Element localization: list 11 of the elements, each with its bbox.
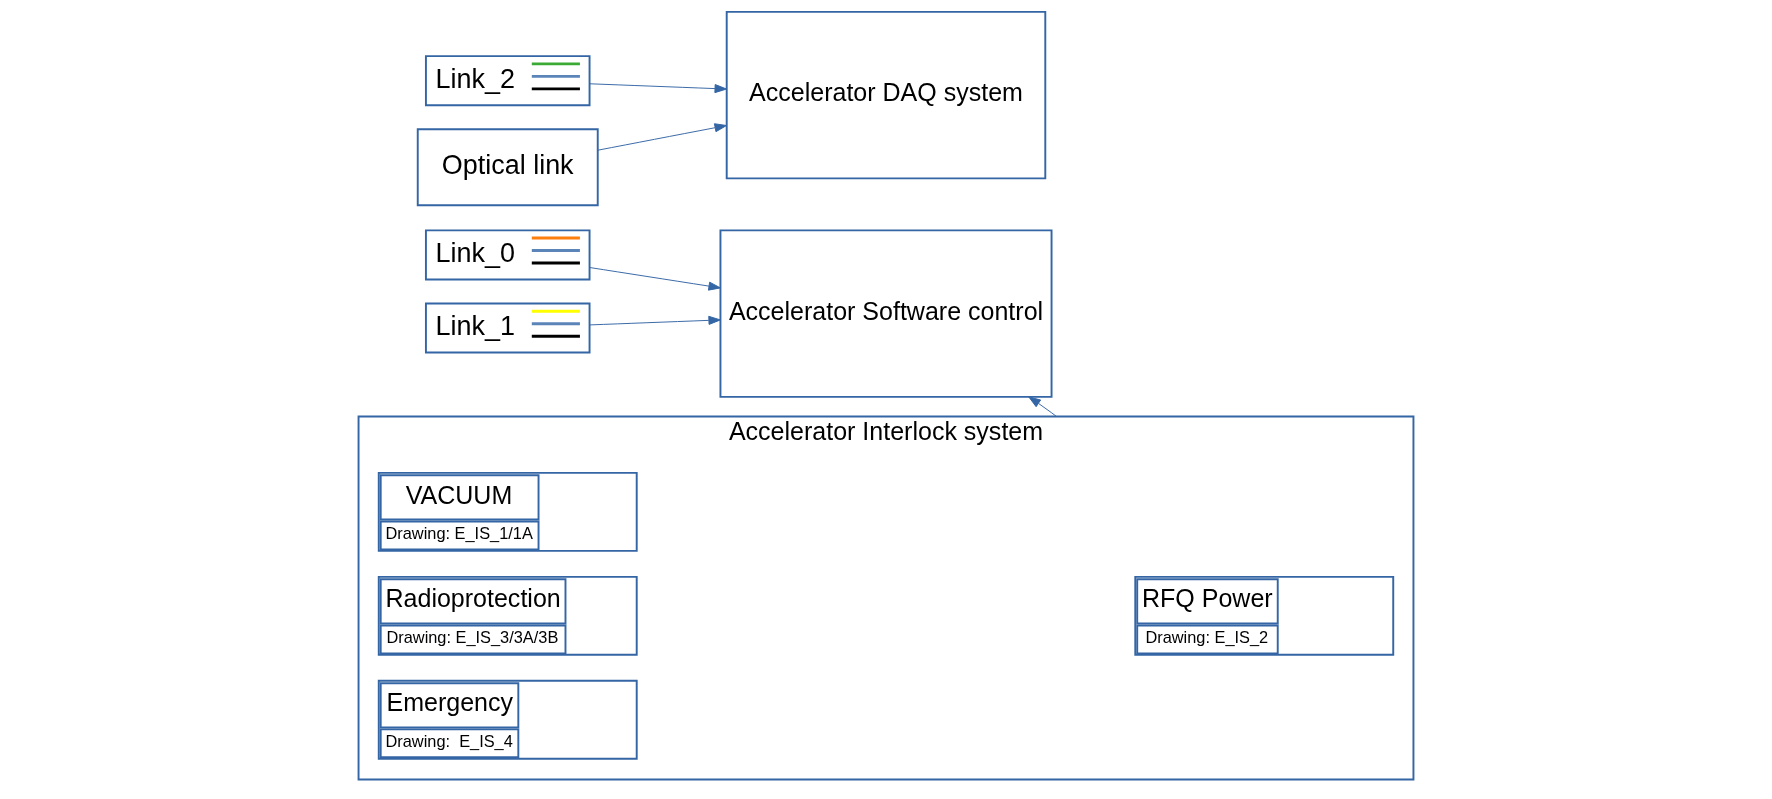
node-box: Accelerator Software control bbox=[719, 229, 1053, 398]
arrow bbox=[589, 267, 721, 291]
node-box: Accelerator DAQ system bbox=[725, 10, 1047, 180]
arrow bbox=[589, 83, 728, 94]
node-box: Optical link bbox=[416, 128, 599, 207]
arrow bbox=[1028, 396, 1058, 418]
arrow bbox=[597, 123, 727, 151]
node-box: Link_2 bbox=[424, 55, 591, 107]
arrow bbox=[589, 315, 721, 326]
node-box: Link_0 bbox=[424, 229, 591, 281]
node-box: Link_1 bbox=[424, 302, 591, 354]
